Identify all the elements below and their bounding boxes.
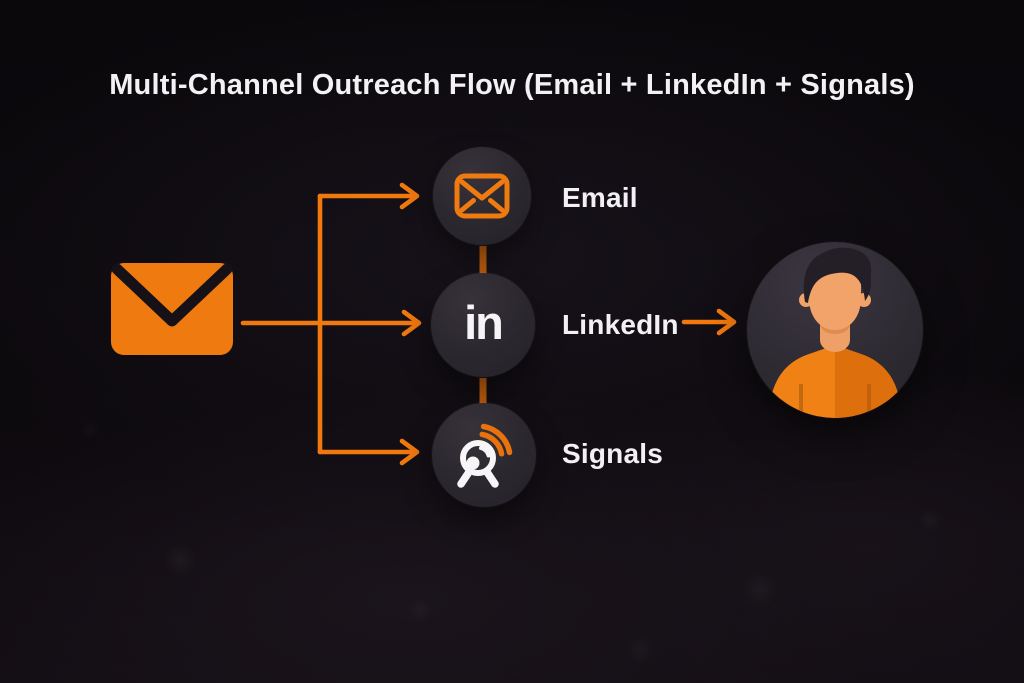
label-signals: Signals (562, 438, 663, 469)
diagram-title: Multi-Channel Outreach Flow (Email + Lin… (109, 69, 915, 102)
label-email: Email (562, 182, 638, 213)
prospect-avatar (747, 242, 923, 418)
person-avatar (747, 242, 923, 418)
label-linkedin: LinkedIn (562, 309, 679, 340)
envelope-icon (111, 263, 233, 355)
arrowhead-linkedin (401, 309, 422, 337)
signal-search-icon (457, 423, 513, 488)
arrowhead-signals (399, 438, 420, 466)
arrowhead-prospect (716, 308, 737, 336)
email-envelope-icon (454, 173, 510, 219)
node-linkedin: in (431, 273, 535, 377)
source-envelope-node (108, 260, 236, 363)
arrowhead-email (399, 182, 420, 210)
node-email (433, 147, 531, 245)
linkedin-icon: in (464, 295, 504, 349)
node-signals (432, 403, 536, 507)
